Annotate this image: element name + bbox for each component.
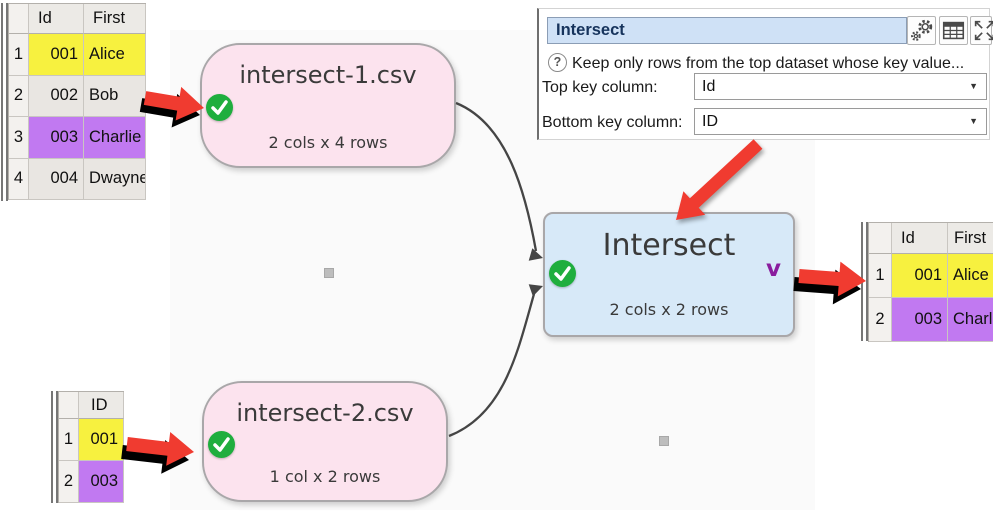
canvas-grid-dot [659,436,669,446]
table-cell[interactable]: Alice [948,254,993,298]
show-table-button[interactable] [939,16,968,45]
source1-table: Id First 1 001 Alice 2 002 Bob 3 003 Cha… [8,3,146,200]
properties-panel: Intersect ? Keep only rows from the top … [537,8,993,140]
node-size-label: 2 cols x 4 rows [268,133,388,152]
top-key-column-select[interactable]: Id ▼ [694,73,987,100]
node-input-intersect-2[interactable]: intersect-2.csv 1 col x 2 rows [202,381,448,502]
output-table: Id First 1 001 Alice 2 003 Charlie [868,222,993,342]
column-header[interactable]: Id [892,223,948,254]
bottom-key-column-label: Bottom key column: [542,114,683,131]
table-cell[interactable]: 003 [892,298,948,342]
table-cell[interactable]: Charlie [84,117,146,159]
chevron-down-icon: ▼ [969,116,978,126]
node-size-label: 1 col x 2 rows [269,467,381,486]
selected-value: ID [702,113,718,130]
corner-header-cell[interactable] [9,4,29,34]
table-cell[interactable]: 002 [29,75,84,117]
table-cell[interactable]: 001 [29,34,84,76]
node-size-label: 2 cols x 2 rows [609,300,729,319]
transform-name-field[interactable]: Intersect [547,17,907,44]
node-input-intersect-1[interactable]: intersect-1.csv 2 cols x 4 rows [200,43,456,168]
table-cell[interactable]: 003 [29,117,84,159]
top-key-column-label: Top key column: [542,79,658,96]
node-title: intersect-2.csv [236,399,414,427]
transform-description: Keep only rows from the top dataset whos… [572,55,965,72]
table-grid-icon [942,21,965,40]
expand-icon [974,20,993,41]
table-cell[interactable]: Alice [84,34,146,76]
column-header[interactable]: Id [29,4,84,34]
window-edge [861,222,868,341]
chevron-down-icon: ▼ [969,81,978,91]
status-ok-icon [208,431,235,458]
column-header[interactable]: ID [79,392,124,419]
window-edge [51,391,58,503]
gears-icon [911,19,933,41]
column-header[interactable]: First [948,223,993,254]
row-header[interactable]: 2 [869,298,892,342]
row-header[interactable]: 1 [59,419,79,461]
node-transform-intersect[interactable]: Intersect 2 cols x 2 rows v [543,212,795,337]
status-ok-icon [549,260,576,287]
row-header[interactable]: 1 [869,254,892,298]
node-title: Intersect [602,228,736,263]
expand-panel-button[interactable] [970,16,993,45]
row-header[interactable]: 3 [9,117,29,159]
table-cell[interactable]: 001 [892,254,948,298]
source2-table: ID 1 001 2 003 [58,391,124,503]
corner-header-cell[interactable] [59,392,79,419]
table-cell[interactable]: 003 [79,461,124,503]
row-header[interactable]: 2 [9,75,29,117]
row-header[interactable]: 2 [59,461,79,503]
settings-button[interactable] [907,16,936,45]
table-cell[interactable]: Dwayne [84,158,146,200]
corner-header-cell[interactable] [869,223,892,254]
sampled-badge: v [766,256,781,282]
canvas-grid-dot [324,268,334,278]
row-header[interactable]: 1 [9,34,29,76]
node-title: intersect-1.csv [239,61,417,89]
table-cell[interactable]: 004 [29,158,84,200]
status-ok-icon [206,94,233,121]
selected-value: Id [702,78,716,95]
bottom-key-column-select[interactable]: ID ▼ [694,108,987,135]
window-edge [1,3,8,201]
row-header[interactable]: 4 [9,158,29,200]
table-cell[interactable]: 001 [79,419,124,461]
table-cell[interactable]: Charlie [948,298,993,342]
help-icon: ? [548,53,567,72]
table-cell[interactable]: Bob [84,75,146,117]
column-header[interactable]: First [84,4,146,34]
